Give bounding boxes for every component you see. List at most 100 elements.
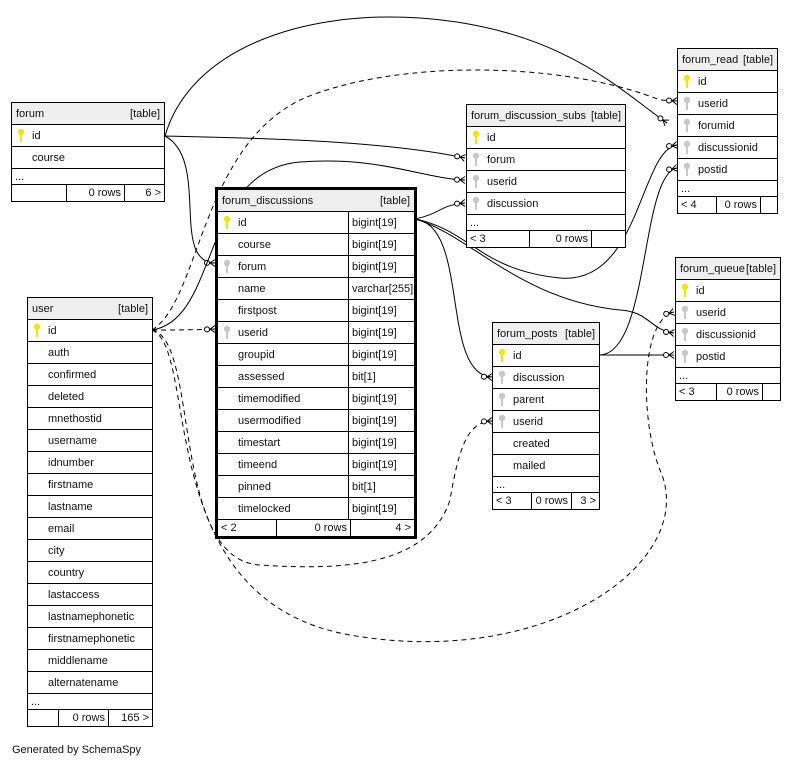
column-name: firstpost bbox=[238, 304, 277, 317]
table-name: forum_queue bbox=[680, 262, 745, 275]
column-name: timestart bbox=[238, 436, 281, 449]
column-list: id forum userid discussion bbox=[467, 127, 625, 215]
column-row[interactable]: userid bbox=[678, 93, 777, 115]
column-name: forum bbox=[487, 153, 516, 166]
rel-forum-read-forumid bbox=[164, 16, 670, 137]
table-forum-posts[interactable]: forum_posts [table] id discussion parent us… bbox=[492, 322, 600, 510]
column-row[interactable]: country bbox=[28, 562, 152, 584]
column-row[interactable]: lastnamephonetic bbox=[28, 606, 152, 628]
column-row[interactable]: mailed bbox=[493, 455, 599, 477]
column-row[interactable]: postid bbox=[676, 346, 780, 368]
column-row[interactable]: userid bbox=[676, 302, 780, 324]
column-name: usermodified bbox=[238, 414, 301, 427]
column-name: lastname bbox=[48, 500, 93, 513]
prev-count: < 3 bbox=[470, 233, 486, 245]
table-header: user [table] bbox=[28, 298, 152, 320]
column-row[interactable]: alternatename bbox=[28, 672, 152, 694]
column-row[interactable]: userid bbox=[493, 411, 599, 433]
prev-count bbox=[28, 710, 58, 726]
column-type: bigint[19] bbox=[348, 234, 414, 255]
column-row[interactable]: auth bbox=[28, 342, 152, 364]
rel-discussions-queue-discussionid bbox=[414, 218, 675, 337]
column-name: userid bbox=[487, 175, 517, 188]
column-row[interactable]: discussion bbox=[467, 193, 625, 215]
column-row[interactable]: idnumber bbox=[28, 452, 152, 474]
rel-discussions-subs-discussion bbox=[414, 199, 466, 220]
column-type: bigint[19] bbox=[348, 454, 414, 475]
column-row[interactable]: firstname bbox=[28, 474, 152, 496]
column-row[interactable]: id bbox=[678, 71, 777, 93]
table-kind: [table] bbox=[565, 327, 595, 340]
column-row[interactable]: id bbox=[493, 345, 599, 367]
column-row[interactable]: id bbox=[467, 127, 625, 149]
foreign-key-icon bbox=[683, 96, 691, 110]
primary-key-icon bbox=[681, 283, 689, 297]
foreign-key-icon bbox=[683, 118, 691, 132]
column-row[interactable]: created bbox=[493, 433, 599, 455]
column-row[interactable]: discussion bbox=[493, 367, 599, 389]
column-row[interactable]: city bbox=[28, 540, 152, 562]
column-name: userid bbox=[698, 97, 728, 110]
table-name: forum_discussion_subs bbox=[471, 109, 586, 122]
column-name: lastnamephonetic bbox=[48, 610, 135, 623]
column-name: mnethostid bbox=[48, 412, 102, 425]
column-name: parent bbox=[513, 393, 545, 406]
column-row[interactable]: parent bbox=[493, 389, 599, 411]
column-name: alternatename bbox=[48, 676, 119, 689]
column-row[interactable]: firstpost bigint[19] bbox=[218, 300, 414, 322]
column-row[interactable]: userid bbox=[467, 171, 625, 193]
prev-count bbox=[12, 185, 66, 201]
foreign-key-icon bbox=[472, 174, 480, 188]
table-name: forum_posts bbox=[497, 327, 558, 340]
next-count: 3 > bbox=[571, 493, 599, 509]
column-row[interactable]: forum bbox=[467, 149, 625, 171]
column-row[interactable]: forumid bbox=[678, 115, 777, 137]
column-type: bit[1] bbox=[348, 366, 414, 387]
next-count: 6 > bbox=[124, 185, 164, 201]
column-row[interactable]: lastname bbox=[28, 496, 152, 518]
table-footer: 0 rows 165 > bbox=[28, 710, 152, 726]
column-row[interactable]: course bbox=[12, 147, 164, 169]
column-row[interactable]: discussionid bbox=[676, 324, 780, 346]
column-row[interactable]: firstnamephonetic bbox=[28, 628, 152, 650]
column-row[interactable]: email bbox=[28, 518, 152, 540]
column-row[interactable]: id bbox=[12, 125, 164, 147]
column-row[interactable]: discussionid bbox=[678, 137, 777, 159]
column-row[interactable]: postid bbox=[678, 159, 777, 181]
column-row[interactable]: lastaccess bbox=[28, 584, 152, 606]
next-count bbox=[591, 231, 625, 247]
column-row[interactable]: id bbox=[676, 280, 780, 302]
column-row[interactable]: confirmed bbox=[28, 364, 152, 386]
column-row[interactable]: mnethostid bbox=[28, 408, 152, 430]
column-name: country bbox=[48, 566, 85, 579]
column-type: bigint[19] bbox=[348, 300, 414, 321]
column-row[interactable]: middlename bbox=[28, 650, 152, 672]
column-row[interactable]: username bbox=[28, 430, 152, 452]
column-name: postid bbox=[698, 163, 728, 176]
rel-discussions-read-discussionid bbox=[414, 141, 678, 279]
column-name: discussion bbox=[513, 371, 565, 384]
table-footer: < 3 0 rows bbox=[676, 384, 780, 400]
column-row[interactable]: id bbox=[28, 320, 152, 342]
column-row[interactable]: deleted bbox=[28, 386, 152, 408]
column-type: bigint[19] bbox=[348, 344, 414, 365]
